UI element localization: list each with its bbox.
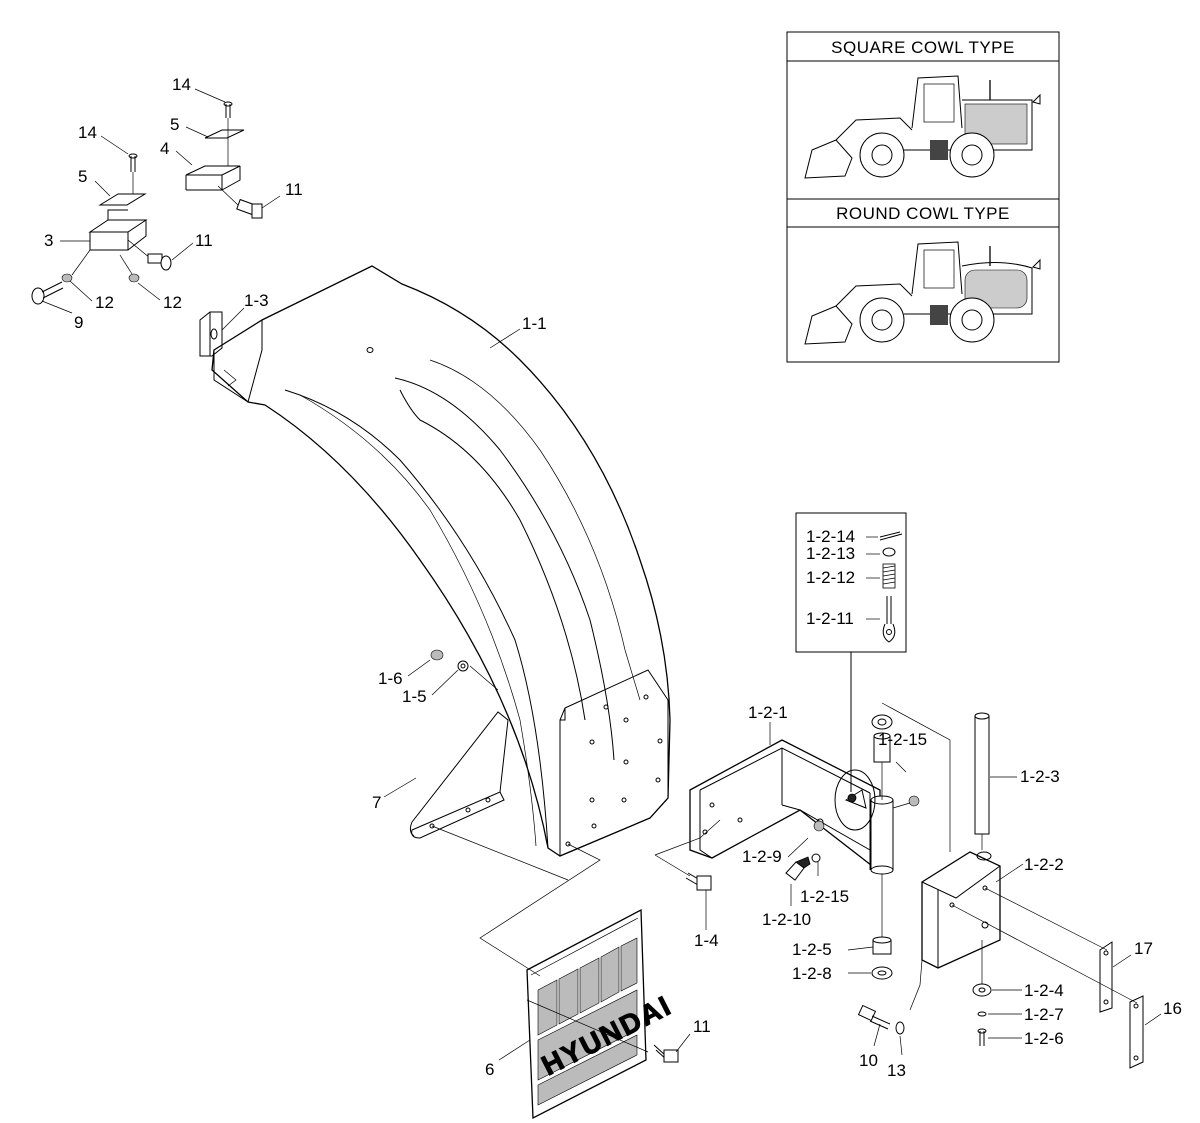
- detail-label-1-2-12: 1-2-12: [806, 568, 855, 587]
- label-1-2-9: 1-2-9: [742, 847, 782, 866]
- label-1-2-3: 1-2-3: [1020, 767, 1060, 786]
- label-1-3: 1-3: [244, 291, 269, 310]
- bushing-top: [873, 732, 891, 763]
- label-5-upper: 5: [170, 115, 179, 134]
- nut-12-left: [61, 273, 73, 283]
- plate-17: [1099, 941, 1113, 1013]
- label-1-2-15-upper: 1-2-15: [878, 730, 927, 749]
- clip-1-2-7: [977, 1011, 987, 1017]
- washer-1-2-4: [972, 983, 992, 997]
- label-16: 16: [1163, 999, 1182, 1018]
- label-1-5: 1-5: [402, 687, 427, 706]
- stay-7: [409, 711, 509, 839]
- screw-14-upper: [223, 101, 233, 118]
- split-pin-1-2-14: [879, 531, 903, 541]
- cowl-type-inset: SQUARE COWL TYPE ROUND COWL TYPE: [786, 31, 1060, 363]
- label-11-upper: 11: [285, 180, 303, 199]
- bracket-3: [88, 219, 148, 251]
- spring-1-2-12: [882, 563, 896, 589]
- detail-label-1-2-14: 1-2-14: [806, 527, 855, 546]
- label-1-2-4: 1-2-4: [1024, 981, 1064, 1000]
- label-3: 3: [44, 231, 53, 250]
- washer-1-2-8: [871, 966, 893, 980]
- bolt-1-2-6: [977, 1028, 987, 1046]
- label-12-left: 12: [95, 293, 114, 312]
- label-6: 6: [485, 1060, 494, 1079]
- square-cowl-loader-illustration: [804, 75, 1041, 179]
- part-labels: 14 5 4 11 14 5 3 11 12 12 9 1-3 1-1 1-6 …: [44, 75, 1182, 1080]
- label-1-2-6: 1-2-6: [1024, 1029, 1064, 1048]
- label-1-4: 1-4: [694, 931, 719, 950]
- label-13: 13: [887, 1061, 906, 1080]
- nut-12-right: [128, 273, 140, 283]
- label-14-upper: 14: [172, 75, 191, 94]
- detail-label-1-2-11: 1-2-11: [806, 609, 854, 628]
- washer-1-5: [457, 660, 469, 672]
- bushing-1-2-5: [872, 936, 892, 955]
- washer-top: [871, 714, 893, 730]
- bolt-11-middle: [127, 239, 172, 271]
- label-9: 9: [74, 313, 83, 332]
- bolt-9: [31, 281, 64, 305]
- bolt-11-lower: [653, 1044, 679, 1063]
- square-cowl-title: SQUARE COWL TYPE: [831, 38, 1015, 57]
- label-11-middle: 11: [195, 231, 213, 250]
- bracket-1-3: [199, 311, 223, 357]
- mud-flap-6: HYUNDAI: [526, 908, 677, 1120]
- label-11-lower: 11: [693, 1017, 711, 1036]
- upper-bracket-assembly: [31, 101, 263, 305]
- label-1-2-1: 1-2-1: [748, 703, 788, 722]
- label-12-right: 12: [163, 293, 182, 312]
- bolt-1-4: [685, 872, 712, 891]
- screw-14-lower: [128, 153, 138, 172]
- detail-box: 1-2-14 1-2-13 1-2-12 1-2-11: [795, 512, 907, 653]
- label-1-1: 1-1: [522, 314, 547, 333]
- label-1-2-10: 1-2-10: [762, 910, 811, 929]
- label-10: 10: [859, 1051, 878, 1070]
- washer-1-2-13: [882, 547, 896, 557]
- bracket-1-2-1: [689, 739, 894, 875]
- latch-pin: [844, 789, 867, 809]
- pin-1-2-3: [974, 712, 990, 850]
- label-1-2-8: 1-2-8: [792, 964, 832, 983]
- plate-16: [1129, 995, 1144, 1069]
- label-1-2-7: 1-2-7: [1024, 1005, 1064, 1024]
- round-cowl-loader-illustration: [804, 241, 1041, 345]
- nut-1-6: [430, 649, 444, 661]
- label-1-2-2: 1-2-2: [1024, 855, 1064, 874]
- leader-lines: [41, 88, 1162, 1061]
- nut-1-2-9: [813, 820, 825, 832]
- label-1-2-15-lower: 1-2-15: [800, 887, 849, 906]
- washer-13: [895, 1021, 905, 1035]
- nut-1-2-15-upper: [908, 795, 920, 807]
- detail-label-1-2-13: 1-2-13: [806, 544, 855, 563]
- mud-flap-pattern: [537, 937, 638, 1106]
- label-7: 7: [372, 793, 381, 812]
- nut-1-2-15-lower: [811, 853, 821, 863]
- plate-5-lower: [98, 193, 147, 206]
- bolt-11-upper: [217, 185, 263, 219]
- grease-fitting-1-2-10: [785, 856, 811, 881]
- bolt-10: [857, 1004, 891, 1030]
- label-1-2-5: 1-2-5: [792, 940, 832, 959]
- label-1-6: 1-6: [378, 669, 403, 688]
- fender-holes: [565, 694, 663, 847]
- latch-disc: [834, 769, 876, 831]
- label-17: 17: [1134, 939, 1153, 958]
- label-4: 4: [160, 139, 169, 158]
- label-14-lower: 14: [78, 123, 97, 142]
- label-5-lower: 5: [78, 167, 87, 186]
- pin-1-2-11: [882, 596, 896, 643]
- bracket-4: [185, 165, 241, 191]
- fender-1-1: [211, 265, 671, 857]
- round-cowl-title: ROUND COWL TYPE: [836, 204, 1010, 223]
- plate-5-upper: [204, 129, 245, 139]
